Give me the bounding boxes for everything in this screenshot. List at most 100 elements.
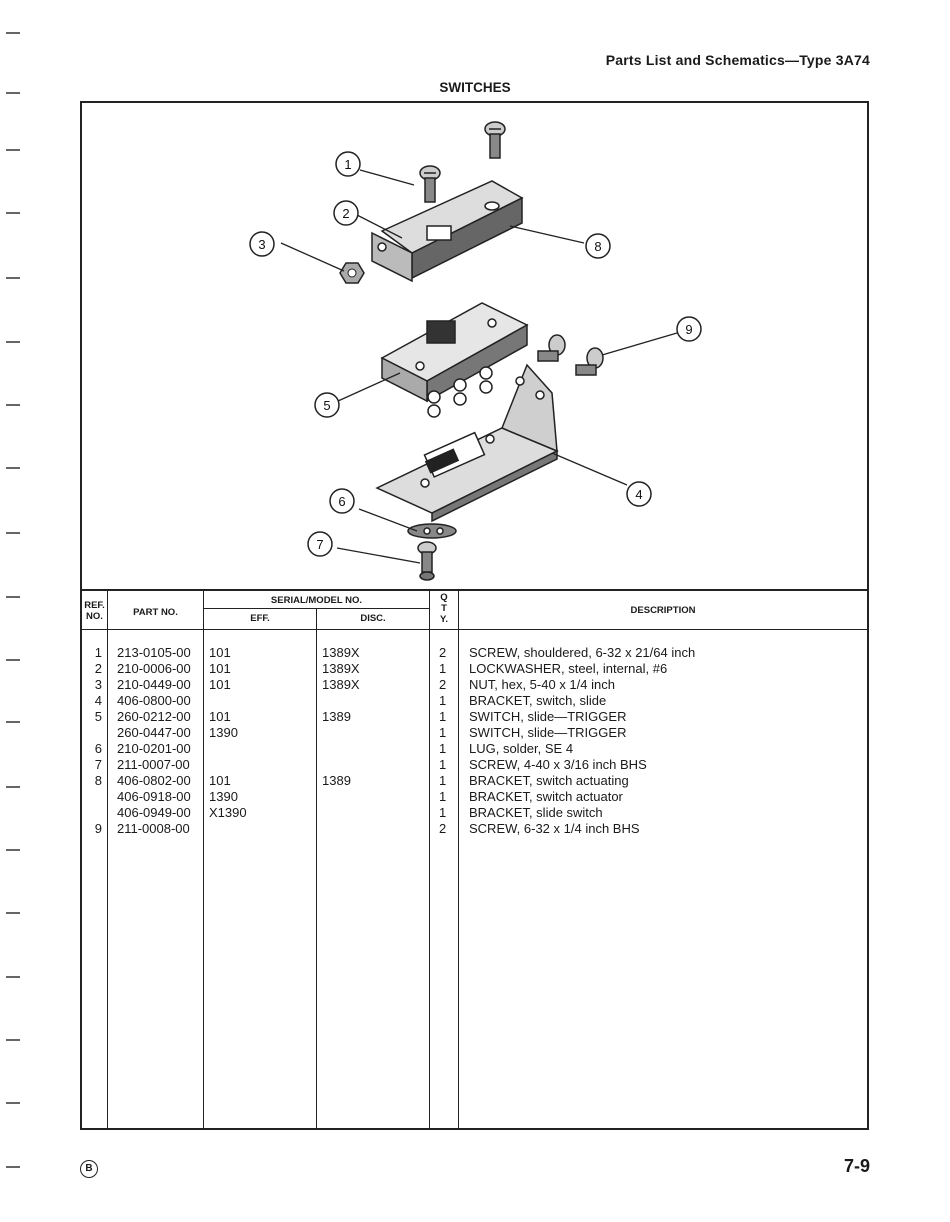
table-cell-desc: NUT, hex, 5-40 x 1/4 inch [469, 677, 615, 692]
callout-label: 2 [342, 206, 349, 221]
slide-switch [380, 302, 529, 418]
table-cell-qty: 1 [439, 789, 447, 804]
table-cell-ref: 9 [94, 821, 102, 836]
table-cell-ref: 6 [94, 741, 102, 756]
table-cell-part: 406-0802-00 [117, 773, 191, 788]
callout-label: 1 [344, 157, 351, 172]
table-cell-ref: 4 [94, 693, 102, 708]
table-cell-qty: 1 [439, 693, 447, 708]
table-cell-ref: 2 [94, 661, 102, 676]
callout-label: 5 [323, 398, 330, 413]
table-cell-qty: 1 [439, 661, 447, 676]
col-divider [458, 590, 459, 1128]
table-cell-disc: 1389 [322, 709, 351, 724]
callout-4 [626, 481, 652, 507]
serial-divider [203, 608, 430, 609]
table-cell-qty: 1 [439, 709, 447, 724]
callout-3 [249, 231, 275, 257]
page-number: 7-9 [843, 1156, 870, 1176]
table-cell-eff: 101 [209, 645, 231, 660]
table-cell-eff: 101 [209, 773, 231, 788]
header-serial: SERIAL/MODEL NO. [270, 595, 363, 606]
table-cell-desc: LOCKWASHER, steel, internal, #6 [469, 661, 668, 676]
callout-9 [676, 316, 702, 342]
table-cell-qty: 2 [439, 677, 447, 692]
table-cell-disc: 1389X [322, 645, 360, 660]
callout-1 [335, 151, 361, 177]
shoulder-screws [419, 121, 506, 203]
table-cell-part: 210-0201-00 [117, 741, 191, 756]
header-eff: EFF. [250, 613, 270, 624]
header-description: DESCRIPTION [630, 605, 696, 616]
solder-lug [407, 523, 457, 539]
slide-switch-bracket [375, 363, 559, 523]
col-divider [203, 590, 204, 1128]
table-cell-disc: 1389 [322, 773, 351, 788]
lug-screw [417, 541, 437, 581]
table-cell-eff: X1390 [209, 805, 247, 820]
callout-label: 6 [338, 494, 345, 509]
publisher-mark: B [80, 1160, 98, 1178]
table-cell-desc: BRACKET, slide switch [469, 805, 603, 820]
table-cell-eff: 1390 [209, 789, 238, 804]
callout-8 [585, 233, 611, 259]
table-cell-part: 211-0007-00 [117, 757, 190, 772]
table-cell-part: 406-0800-00 [117, 693, 191, 708]
header-disc: DISC. [360, 613, 386, 624]
callout-label: 9 [685, 322, 692, 337]
table-cell-qty: 1 [439, 725, 447, 740]
table-cell-part: 210-0449-00 [117, 677, 191, 692]
exploded-view-illustration: 1 2 3 4 5 6 7 8 9 [82, 103, 867, 591]
table-cell-disc: 1389X [322, 677, 360, 692]
table-cell-desc: SCREW, 6-32 x 1/4 inch BHS [469, 821, 640, 836]
table-cell-eff: 101 [209, 709, 231, 724]
table-cell-desc: LUG, solder, SE 4 [469, 741, 574, 756]
table-cell-part: 213-0105-00 [117, 645, 191, 660]
section-title: SWITCHES [439, 80, 511, 95]
margin-marks [6, 32, 20, 1168]
table-cell-desc: BRACKET, switch, slide [469, 693, 607, 708]
table-cell-ref: 3 [94, 677, 102, 692]
table-cell-disc: 1389X [322, 661, 360, 676]
table-cell-desc: SCREW, 4-40 x 3/16 inch BHS [469, 757, 647, 772]
table-cell-eff: 101 [209, 677, 231, 692]
col-divider [429, 590, 430, 1128]
page-header: Parts List and Schematics—Type 3A74 [605, 52, 870, 68]
table-cell-qty: 1 [439, 805, 447, 820]
table-cell-desc: BRACKET, switch actuating [469, 773, 629, 788]
exploded-view-drawing: 1 2 3 4 5 6 7 8 9 [249, 121, 702, 581]
table-cell-qty: 2 [439, 821, 447, 836]
table-cell-qty: 1 [439, 773, 447, 788]
table-cell-part: 406-0918-00 [117, 789, 191, 804]
header-divider [82, 629, 867, 630]
table-cell-part: 211-0008-00 [117, 821, 190, 836]
table-cell-ref: 8 [94, 773, 102, 788]
table-cell-part: 406-0949-00 [117, 805, 191, 820]
table-cell-ref: 1 [94, 645, 102, 660]
table-cell-qty: 1 [439, 741, 447, 756]
callout-label: 7 [316, 537, 323, 552]
table-cell-desc: BRACKET, switch actuator [469, 789, 623, 804]
callout-label: 3 [258, 237, 265, 252]
callout-label: 8 [594, 239, 601, 254]
table-cell-part: 260-0447-00 [117, 725, 191, 740]
table-cell-desc: SWITCH, slide—TRIGGER [469, 709, 627, 724]
table-cell-part: 260-0212-00 [117, 709, 191, 724]
table-cell-part: 210-0006-00 [117, 661, 191, 676]
table-cell-desc: SWITCH, slide—TRIGGER [469, 725, 627, 740]
bhs-screws [537, 334, 604, 376]
callout-7 [307, 531, 333, 557]
table-cell-ref: 7 [94, 757, 102, 772]
table-cell-ref: 5 [94, 709, 102, 724]
header-part-no: PART NO. [133, 607, 178, 618]
parts-list-frame: 1 2 3 4 5 6 7 8 9 REF.NO. PART NO. SERIA… [80, 101, 869, 1130]
col-divider [107, 590, 108, 1128]
table-cell-qty: 1 [439, 757, 447, 772]
callout-5 [314, 392, 340, 418]
table-cell-eff: 1390 [209, 725, 238, 740]
table-cell-qty: 2 [439, 645, 447, 660]
actuating-bracket [371, 180, 524, 283]
table-cell-desc: SCREW, shouldered, 6-32 x 21/64 inch [469, 645, 696, 660]
callout-2 [333, 200, 359, 226]
